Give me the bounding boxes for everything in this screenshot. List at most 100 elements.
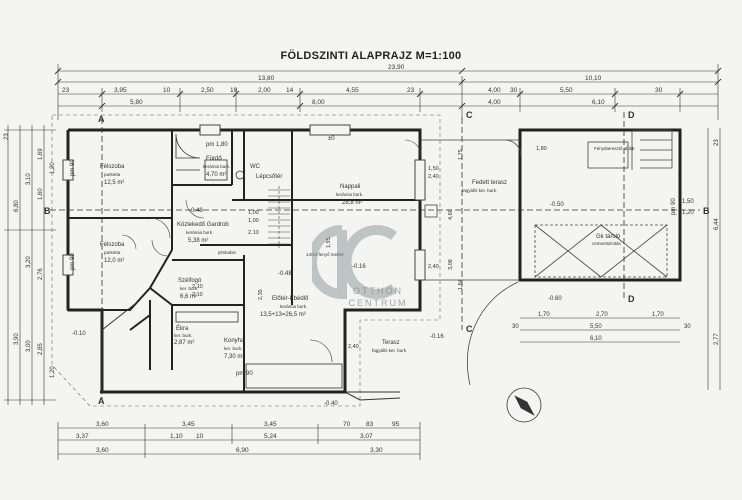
- room-felszoba2-area: 12,0 m²: [104, 258, 124, 264]
- room-furdo-floor: kerámia burk.: [203, 164, 230, 169]
- top-dimension-texts: 23,90 13,80 10,10 23 3,95 10 2,50 10 2,0…: [62, 64, 663, 106]
- svg-text:23: 23: [62, 87, 70, 94]
- staircase: [268, 186, 290, 248]
- svg-text:1,70: 1,70: [652, 312, 664, 318]
- svg-text:1,80: 1,80: [536, 146, 547, 152]
- svg-text:1,20: 1,20: [682, 210, 694, 216]
- axis-c-top: C: [466, 110, 473, 120]
- room-kozlekedo-floor: kerámia burk.: [186, 230, 213, 235]
- axis-d-bottom: D: [628, 294, 635, 304]
- svg-text:1,20: 1,20: [50, 366, 56, 378]
- level-minus010: -0.10: [72, 331, 86, 337]
- svg-text:2,10: 2,10: [248, 230, 259, 236]
- misc-dimensions: 1,80 1,00 1,00 2,10 2,10 2,10 1,50 2,40 …: [192, 146, 547, 350]
- room-ekra-floor: ker. burk.: [174, 333, 193, 338]
- svg-text:30: 30: [512, 324, 519, 330]
- room-konyha-area: 7,30 m²: [224, 354, 244, 360]
- door-swings: [121, 139, 422, 363]
- svg-text:6,10: 6,10: [590, 336, 602, 342]
- svg-text:1,10: 1,10: [170, 433, 183, 440]
- plan-title: FÖLDSZINTI ALAPRAJZ M=1:100: [280, 50, 462, 62]
- label-wc: WC: [250, 164, 261, 170]
- room-szelfogo-floor: ker. burk.: [180, 286, 199, 291]
- svg-text:2,70: 2,70: [596, 312, 608, 318]
- dim-house: 13,80: [258, 75, 275, 82]
- svg-text:2,77: 2,77: [714, 333, 720, 345]
- svg-text:23: 23: [714, 139, 720, 146]
- north-arrow-icon: [506, 387, 542, 423]
- svg-text:30: 30: [510, 87, 518, 94]
- svg-text:3,45: 3,45: [182, 421, 195, 428]
- top-dimension-lines: [57, 64, 719, 120]
- svg-text:3,30: 3,30: [370, 447, 383, 454]
- svg-text:1,70: 1,70: [538, 312, 550, 318]
- bathroom-fixtures: [175, 133, 245, 181]
- axis-a-top: A: [98, 114, 105, 124]
- bottom-dimension-lines: [57, 422, 421, 460]
- svg-text:1,00: 1,00: [248, 210, 259, 216]
- room-ekra-name: Ékra: [176, 325, 189, 332]
- svg-text:2,50: 2,50: [201, 87, 214, 94]
- svg-text:70: 70: [343, 421, 351, 428]
- svg-text:6,10: 6,10: [592, 99, 605, 106]
- svg-text:1,69: 1,69: [38, 148, 44, 160]
- label-pm90-a: pm 90: [70, 159, 76, 176]
- svg-text:95: 95: [392, 421, 400, 428]
- watermark-text: OTTHON CENTRUM: [328, 285, 428, 309]
- room-kozlekedo-area: 5,38 m²: [188, 238, 208, 244]
- garage-inner: [534, 129, 673, 278]
- garage-walls: [518, 128, 682, 282]
- level-minus016-b: -0.16: [430, 334, 444, 340]
- svg-text:3,60: 3,60: [96, 447, 109, 454]
- room-szelfogo-area: 6,6 m²: [180, 294, 197, 300]
- svg-text:2,10: 2,10: [192, 284, 203, 290]
- label-stair: 14/14 fenyő mellvé: [306, 252, 344, 257]
- bottom-dimension-texts: 3,60 3,45 3,45 70 83 95 3,37 1,10 10 5,2…: [76, 421, 400, 454]
- room-eloter-floor: kerámia burk.: [280, 304, 307, 309]
- svg-text:4,00: 4,00: [488, 87, 501, 94]
- level-zero: ±0: [328, 136, 335, 142]
- room-terasz-floor: fagyálló ker. burk.: [372, 348, 407, 353]
- svg-text:14: 14: [286, 87, 294, 94]
- room-gk-tarolo-floor: cementsimitás: [592, 241, 622, 246]
- room-fedett-name: Fedett terasz: [472, 180, 507, 186]
- axis-b-right: B: [703, 206, 710, 216]
- svg-text:3,07: 3,07: [360, 433, 373, 440]
- svg-text:10: 10: [196, 433, 204, 440]
- axis-a-bottom: A: [98, 396, 105, 406]
- axis-b-left: B: [44, 206, 51, 216]
- svg-text:5,50: 5,50: [590, 324, 602, 330]
- svg-text:10: 10: [230, 87, 238, 94]
- svg-text:6,80: 6,80: [14, 200, 20, 212]
- svg-text:3,10: 3,10: [26, 173, 32, 185]
- label-fixed-window: Fényáteresztő ablak: [594, 146, 635, 151]
- label-pm90-d: pm 90: [671, 198, 677, 215]
- svg-text:5,80: 5,80: [130, 99, 143, 106]
- svg-text:2,35: 2,35: [258, 289, 264, 300]
- svg-text:8,00: 8,00: [312, 99, 325, 106]
- svg-text:1,50: 1,50: [682, 199, 694, 205]
- room-kozlekedo-name: Közlekedő Gardrob: [177, 222, 229, 228]
- svg-text:3,60: 3,60: [96, 421, 109, 428]
- svg-text:1,75: 1,75: [458, 149, 464, 160]
- svg-text:23: 23: [407, 87, 415, 94]
- svg-text:2,40: 2,40: [428, 174, 439, 180]
- section-lines: [50, 112, 700, 400]
- covered-terrace: [420, 139, 522, 386]
- svg-text:5,50: 5,50: [560, 87, 573, 94]
- svg-text:2,76: 2,76: [38, 268, 44, 280]
- room-eloter-area: 13,5+13=26,5 m²: [260, 312, 306, 318]
- svg-text:83: 83: [366, 421, 374, 428]
- svg-text:3,45: 3,45: [264, 421, 277, 428]
- label-pm90-c: pm 90: [236, 371, 253, 377]
- top-dimension-ticks: [54, 67, 722, 110]
- room-furdo-name: Fürdő: [206, 156, 222, 162]
- level-minus060: -0.60: [548, 296, 562, 302]
- room-ekra-area: 2,87 m²: [174, 340, 194, 346]
- otthon-centrum-logo-icon: [312, 225, 398, 300]
- axis-c-bottom: C: [466, 324, 473, 334]
- svg-text:1,50: 1,50: [428, 166, 439, 172]
- room-fedett-floor: fagyálló ker. burk.: [462, 188, 497, 193]
- garage-dimension-texts: 1,70 2,70 1,70 5,50 6,10 30 30 2,77 6,44…: [512, 139, 720, 345]
